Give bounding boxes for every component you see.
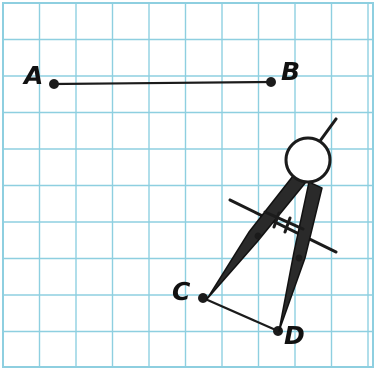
- point-d: [273, 326, 283, 336]
- graph-paper-grid: [3, 3, 373, 367]
- label-a: A: [22, 61, 43, 90]
- point-a: [49, 79, 59, 89]
- label-b: B: [281, 57, 300, 86]
- compass-screw-nut-1: [272, 211, 281, 229]
- compass-screw-nut-2: [283, 216, 292, 234]
- grid-border: [2, 2, 374, 368]
- compass-handle: [318, 117, 338, 143]
- compass-screw: [263, 210, 305, 231]
- point-c: [198, 293, 208, 303]
- segment-ab: [52, 80, 273, 86]
- segment-cd: [201, 296, 280, 333]
- point-b: [266, 77, 276, 87]
- label-c: C: [172, 277, 191, 306]
- compass-hinge-ring: [284, 136, 332, 184]
- compass-right-joint: [295, 254, 303, 262]
- compass-icon: [206, 117, 338, 332]
- compass-left-joint: [254, 232, 262, 240]
- compass-brace: [228, 198, 338, 254]
- label-d: D: [284, 321, 305, 350]
